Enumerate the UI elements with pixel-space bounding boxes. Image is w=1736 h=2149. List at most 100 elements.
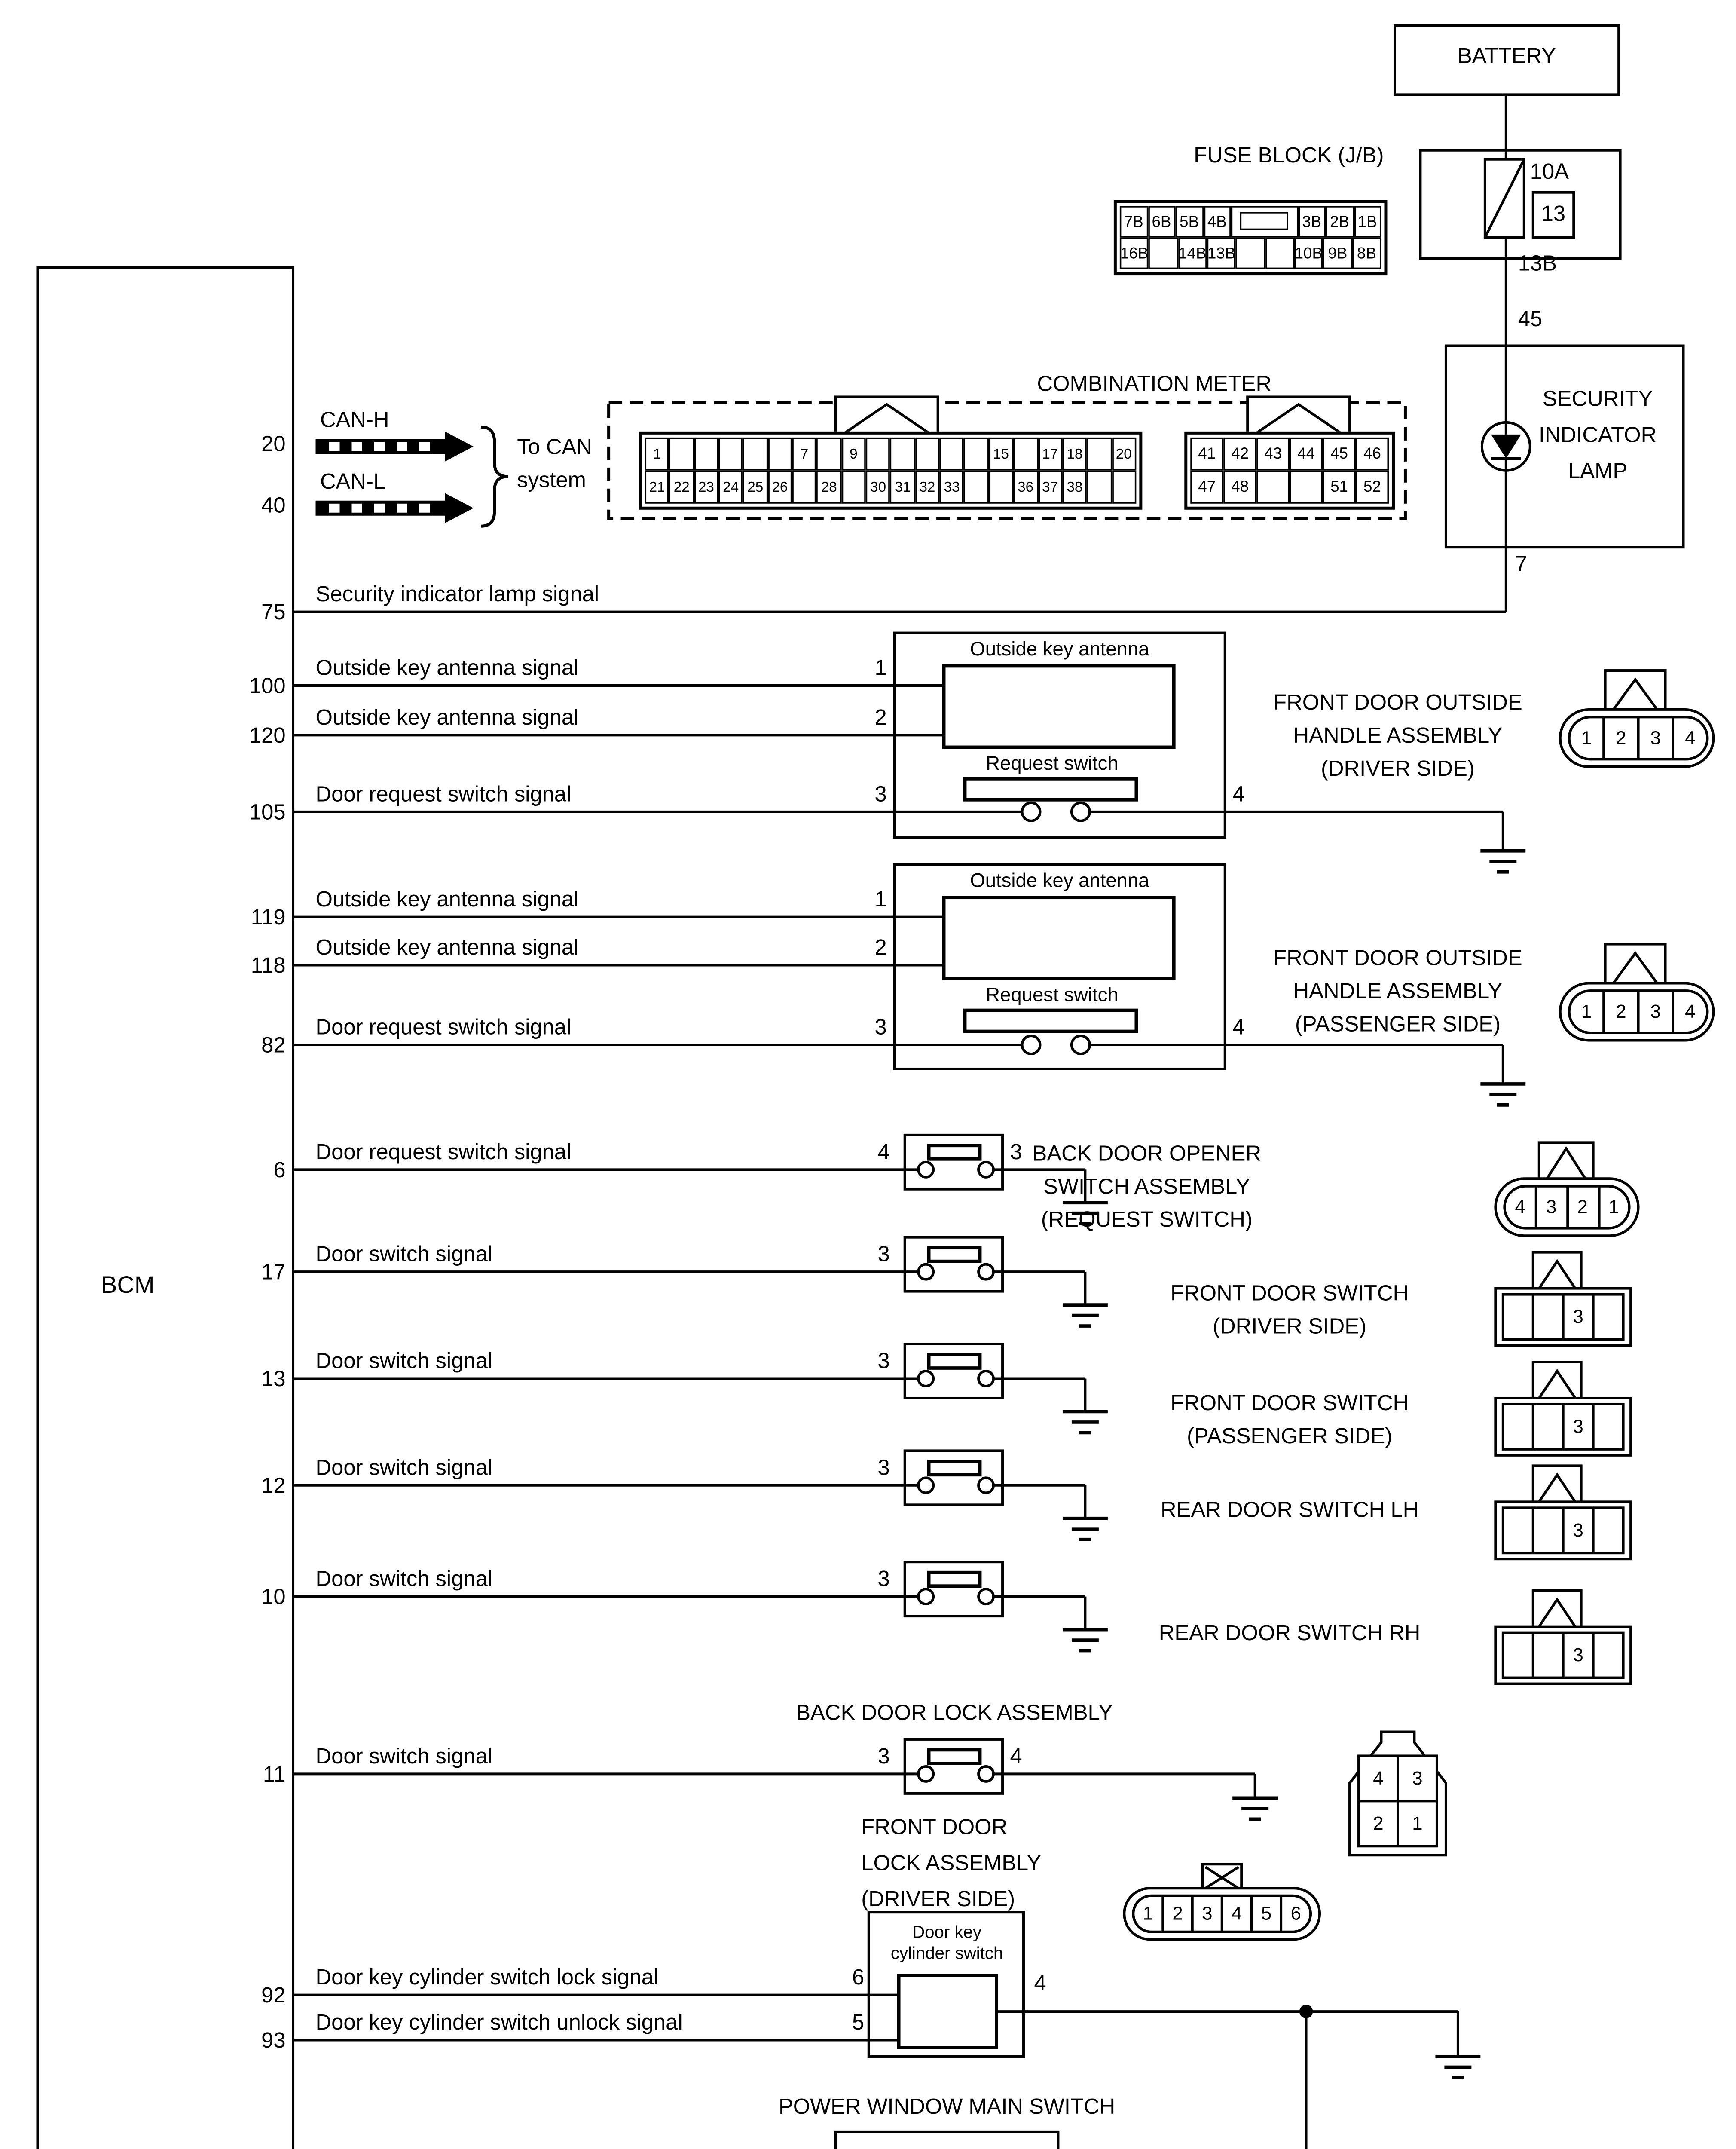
fuse-number: 13 xyxy=(1541,203,1566,227)
bcm-box xyxy=(36,266,295,2149)
signal-6: Door request switch signal xyxy=(315,1141,572,1165)
unit-pin: 3 xyxy=(874,783,887,808)
connector-cell: 1B xyxy=(1353,206,1381,238)
fuse-block-title: FUSE BLOCK (J/B) xyxy=(1194,144,1384,168)
connector-cell: 45 xyxy=(1323,437,1356,471)
power-window-title: POWER WINDOW MAIN SWITCH xyxy=(778,2095,1116,2120)
unit-pin: 4 xyxy=(1232,783,1245,808)
ground-icon xyxy=(1232,1796,1278,1821)
connector-cell xyxy=(792,470,817,504)
connector-cell xyxy=(718,437,743,471)
connector-cell: 23 xyxy=(694,470,719,504)
door-switch-name2: (PASSENGER SIDE) xyxy=(1187,1425,1393,1449)
key-cylinder-label1: Door key xyxy=(912,1924,982,1943)
combination-meter-title: COMBINATION METER xyxy=(1037,373,1272,397)
connector-cell: 10B xyxy=(1294,237,1323,269)
back-door-lock-title: BACK DOOR LOCK ASSEMBLY xyxy=(796,1702,1113,1726)
bcm-pin-11: 11 xyxy=(263,1763,286,1788)
security-lamp-name1: SECURITY xyxy=(1542,388,1653,412)
bcm-pin-120: 120 xyxy=(249,724,286,749)
connector-cell: 3 xyxy=(1573,1520,1583,1541)
door-switch-connector-pin: 3 xyxy=(1563,1639,1593,1672)
ground-icon xyxy=(1062,1410,1108,1435)
connector-cell xyxy=(767,437,792,471)
connector-cell xyxy=(939,437,964,471)
unit-pin: 3 xyxy=(877,1745,890,1769)
signal-93: Door key cylinder switch unlock signal xyxy=(315,2011,683,2036)
bcm-pin-119: 119 xyxy=(251,906,286,931)
unit-pin: 3 xyxy=(877,1457,890,1481)
fuse-rating: 10A xyxy=(1530,161,1569,185)
connector-cell: 2 xyxy=(1616,1001,1626,1022)
connector-cell xyxy=(1013,437,1038,471)
connector-cell: 9B xyxy=(1323,237,1352,269)
door-switch-connector-pin: 3 xyxy=(1563,1301,1593,1334)
door-switch-connector-pin: 3 xyxy=(1563,1514,1593,1547)
connector-cell: 46 xyxy=(1356,437,1389,471)
connector-cell: 4B xyxy=(1203,206,1231,238)
unit-pin: 3 xyxy=(1010,1141,1022,1165)
handle-assembly-name2: HANDLE ASSEMBLY xyxy=(1293,980,1503,1004)
connector-cell: 30 xyxy=(866,470,891,504)
unit-pin: 3 xyxy=(877,1243,890,1267)
bcm-pin-105: 105 xyxy=(249,801,286,826)
connector-cell: 13B xyxy=(1207,237,1236,269)
combination-meter-dashed-box xyxy=(607,401,1407,520)
connector-cell: 4 xyxy=(1515,1197,1525,1218)
connector-cell xyxy=(816,437,841,471)
security-lamp-icon xyxy=(1480,421,1531,472)
ground-icon xyxy=(1062,1628,1108,1653)
ground-icon xyxy=(1062,1303,1108,1328)
antenna-label: Outside key antenna xyxy=(970,869,1149,892)
connector-cell xyxy=(841,470,866,504)
bcm-pin-17: 17 xyxy=(261,1261,286,1286)
connector-cell: 3 xyxy=(1202,1903,1213,1925)
door-switch-name1: FRONT DOOR SWITCH xyxy=(1171,1282,1409,1307)
connector-cell: 1 xyxy=(1581,727,1592,749)
connector-cell: 5 xyxy=(1261,1903,1272,1925)
bcm-pin-92: 92 xyxy=(261,1984,286,2009)
request-switch-label: Request switch xyxy=(986,751,1119,774)
connector-cell: 42 xyxy=(1223,437,1257,471)
connector-cell xyxy=(1265,237,1294,269)
security-lamp-pin: 7 xyxy=(1515,553,1528,578)
antenna-passenger-box xyxy=(893,863,1226,1070)
connector-cell xyxy=(694,437,719,471)
opener-name2: SWITCH ASSEMBLY xyxy=(1043,1176,1250,1200)
connector-cell: 51 xyxy=(1323,470,1356,504)
connector-cell: 3B xyxy=(1298,206,1326,238)
signal-120: Outside key antenna signal xyxy=(315,706,579,731)
connector-cell: 7 xyxy=(792,437,817,471)
connector-cell: 3 xyxy=(1573,1416,1583,1437)
connector-cell xyxy=(915,437,940,471)
antenna-label: Outside key antenna xyxy=(970,637,1149,660)
connector-cell xyxy=(1087,437,1112,471)
lamp-node-pin: 45 xyxy=(1518,308,1543,333)
unit-pin: 2 xyxy=(874,937,887,961)
connector-cell: 2 xyxy=(1616,727,1626,749)
bcm-pin-75: 75 xyxy=(261,601,286,626)
connector-cell: 18 xyxy=(1062,437,1087,471)
can-arrow-icon xyxy=(315,431,474,523)
connector-cell: 6B xyxy=(1147,206,1176,238)
signal-12: Door switch signal xyxy=(315,1457,493,1481)
connector-cell xyxy=(1236,237,1265,269)
handle-assembly-name1: FRONT DOOR OUTSIDE xyxy=(1273,947,1522,971)
connector-cell: 15 xyxy=(988,437,1014,471)
connector-cell: 24 xyxy=(718,470,743,504)
connector-cell: 8B xyxy=(1352,237,1381,269)
connector-cell xyxy=(964,470,989,504)
connector-cell: 4 xyxy=(1232,1903,1242,1925)
connector-cell xyxy=(1111,470,1136,504)
connector-cell xyxy=(890,437,915,471)
connector-cell: 3 xyxy=(1546,1197,1557,1218)
brace-icon xyxy=(481,425,508,528)
opener-name3: (REQUEST SWITCH) xyxy=(1041,1209,1253,1233)
